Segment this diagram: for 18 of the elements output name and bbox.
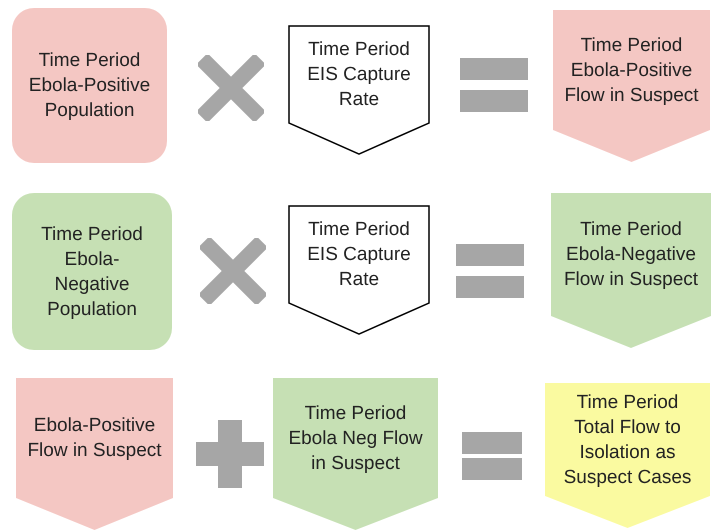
pentagon-box xyxy=(16,378,173,530)
node-text: Time Period Ebola Neg Flow in Suspect xyxy=(287,402,424,476)
rounded-box xyxy=(12,8,167,163)
rounded-box xyxy=(12,193,172,350)
pentagon-box xyxy=(551,193,711,348)
pentagon-box xyxy=(288,205,430,335)
node-text: Time Period Ebola-Positive Flow in Suspect xyxy=(563,34,700,108)
node-text: Ebola-Positive Flow in Suspect xyxy=(26,414,163,463)
pentagon-box xyxy=(273,378,438,530)
node-text: Time Period Ebola-Negative Population xyxy=(40,222,144,322)
node-text: Time Period Total Flow to Isolation as Suspect Cases xyxy=(562,390,692,490)
node-text: Time Period EIS Capture Rate xyxy=(306,218,412,292)
pentagon-box xyxy=(288,25,430,155)
pentagon-box xyxy=(553,10,710,162)
pentagon-box xyxy=(545,383,710,528)
node-text: Time Period Ebola-Positive Population xyxy=(28,49,152,123)
node-text: Time Period EIS Capture Rate xyxy=(306,38,412,112)
node-text: Time Period Ebola-Negative Flow in Suspect xyxy=(562,218,700,292)
